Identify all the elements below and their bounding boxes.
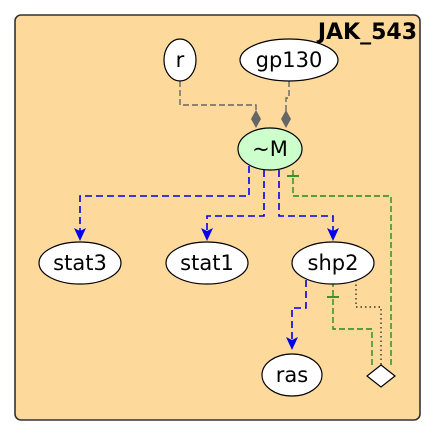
arrowhead-icon	[286, 337, 298, 350]
edge-gp130-to-complex	[285, 81, 290, 121]
edge-complex-to-shp2	[278, 170, 334, 233]
node-shp2-label: shp2	[308, 251, 359, 275]
node-process[interactable]	[366, 364, 396, 388]
panel-title: JAK_543	[316, 20, 417, 45]
activation-edges	[79, 166, 334, 342]
node-complex-m-label: ~M	[252, 137, 288, 161]
node-ras[interactable]: ras	[261, 353, 323, 397]
node-gp130[interactable]: gp130	[239, 38, 339, 82]
arrowhead-icon	[327, 228, 339, 241]
catalysis-bars	[287, 175, 339, 298]
edge-shp2-to-ras	[291, 280, 307, 342]
node-complex-m[interactable]: ~M	[237, 127, 303, 171]
activation-arrowheads	[74, 228, 339, 350]
catalysis-edges	[292, 170, 392, 365]
binding-diamond-icon	[281, 110, 291, 128]
node-stat1[interactable]: stat1	[165, 241, 249, 285]
arrowhead-icon	[74, 228, 86, 241]
binding-diamond-icon	[251, 110, 261, 128]
edge-process-to-shp2	[332, 283, 373, 365]
process-diamond-icon	[366, 364, 396, 388]
pathway-panel	[14, 14, 421, 421]
arrowhead-icon	[201, 228, 213, 241]
binding-markers	[251, 110, 291, 128]
node-r[interactable]: r	[163, 38, 197, 82]
node-shp2[interactable]: shp2	[291, 241, 375, 285]
edge-complex-to-stat1	[206, 170, 265, 233]
edge-process-to-complex	[292, 170, 392, 365]
node-ras-label: ras	[276, 363, 308, 387]
node-stat3[interactable]: stat3	[38, 241, 122, 285]
edge-shp2-to-process	[355, 280, 382, 366]
node-stat1-label: stat1	[180, 251, 234, 275]
node-r-label: r	[176, 48, 185, 72]
node-stat3-label: stat3	[53, 251, 107, 275]
node-gp130-label: gp130	[256, 48, 323, 72]
edge-complex-to-stat3	[79, 166, 250, 233]
